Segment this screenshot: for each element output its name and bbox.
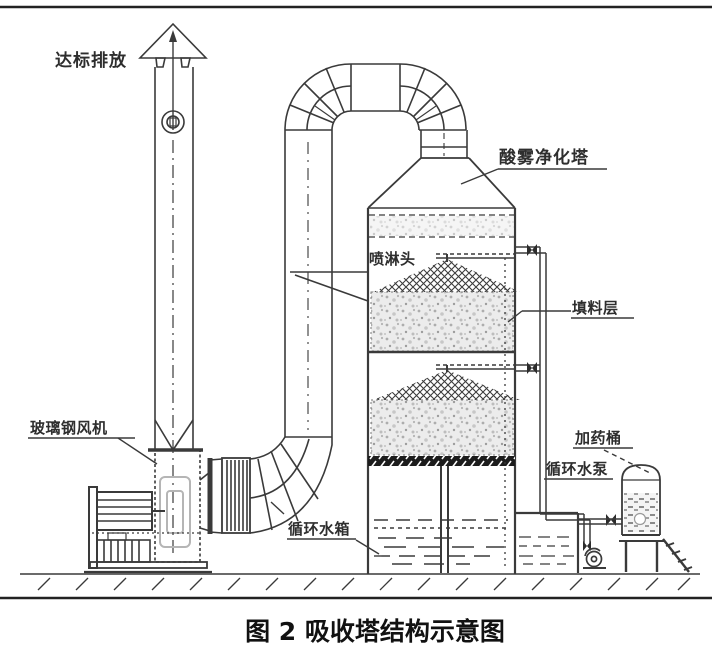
valve-icon [527, 244, 616, 551]
label-tower: 酸雾净化塔 [499, 147, 589, 168]
packing-layer-2 [370, 399, 514, 456]
flexible-connector [221, 457, 251, 534]
purification-tower [366, 157, 520, 574]
label-circulating-pump: 循环水泵 [546, 460, 608, 478]
sump-water-level [374, 519, 508, 565]
fan-base [89, 561, 208, 569]
sampling-port-icon [161, 110, 185, 134]
packing-support-grate [368, 456, 515, 466]
spray-cone-2 [373, 370, 520, 400]
fan-housing [154, 449, 201, 563]
label-fan: 玻璃钢风机 [30, 419, 108, 437]
figure-caption: 图 2 吸收塔结构示意图 [245, 617, 505, 646]
demister-band [369, 214, 514, 238]
spray-cone-1 [373, 259, 520, 292]
label-discharge: 达标排放 [55, 50, 127, 71]
label-packing-layer: 填料层 [572, 299, 619, 317]
barrel-liquid [624, 493, 658, 532]
circulating-pump-body [583, 547, 606, 569]
duct-elbow-bottom [249, 436, 333, 534]
overhead-duct [284, 63, 468, 437]
barrel-steps [662, 538, 693, 573]
dosing-barrel-assembly [619, 464, 693, 573]
label-spray-head: 喷淋头 [369, 250, 416, 268]
label-dosing-barrel: 加药桶 [574, 429, 622, 447]
ground [20, 573, 700, 591]
callout-leaders [28, 168, 651, 555]
circulating-tank-box [515, 511, 580, 573]
packing-layer-1 [370, 291, 514, 352]
fiberglass-fan [84, 449, 251, 574]
spray-supply-pipes [515, 246, 591, 546]
circulating-system [515, 244, 622, 573]
fan-motor [88, 486, 165, 569]
label-circulating-tank: 循环水箱 [288, 520, 350, 538]
